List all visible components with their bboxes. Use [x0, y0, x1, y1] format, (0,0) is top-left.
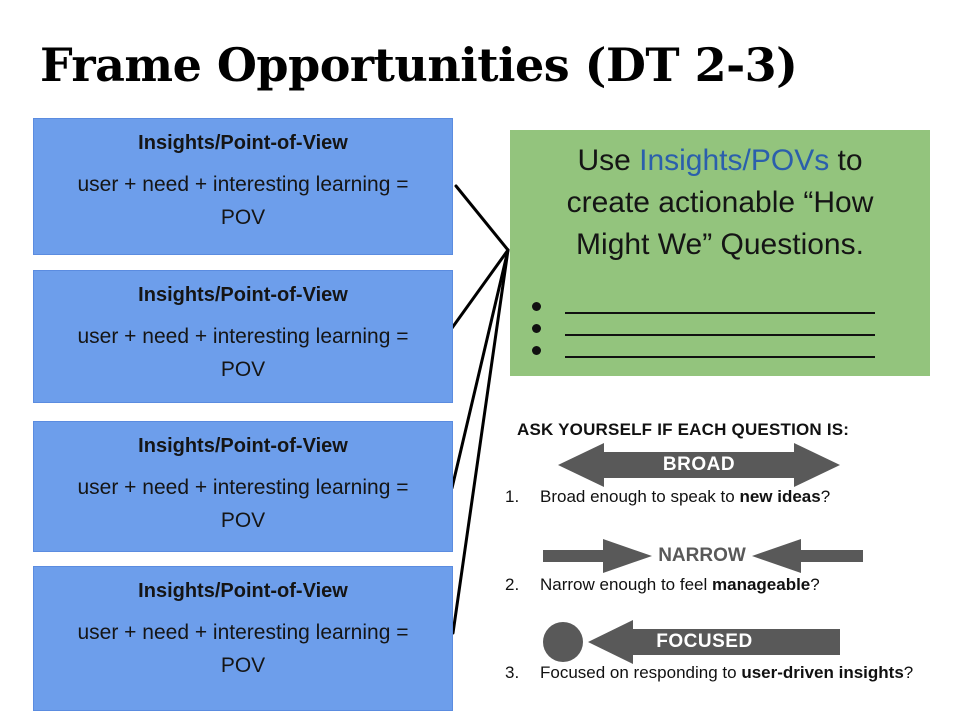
pov-result: POV — [220, 206, 266, 229]
arrow-left-pointing-head — [752, 539, 801, 573]
checklist-item-2: 2. Narrow enough to feel manageable? — [505, 574, 957, 596]
pov-box-body: user + need + interesting learning = POV — [34, 616, 452, 682]
narrow-opposing-arrows-icon: NARROW — [543, 539, 863, 573]
focused-arrow-icon: FOCUSED — [543, 620, 840, 664]
connector-line-2 — [450, 248, 510, 330]
pov-box-2: Insights/Point-of-View user + need + int… — [33, 270, 453, 403]
page-title: Frame Opportunities (DT 2-3) — [40, 38, 798, 92]
checklist-item-1: 1. Broad enough to speak to new ideas? — [505, 486, 957, 508]
pov-box-3: Insights/Point-of-View user + need + int… — [33, 421, 453, 552]
arrow-right-shaft — [801, 550, 863, 562]
focused-arrow-label: FOCUSED — [656, 631, 753, 652]
hmw-text-line2: create actionable “How — [566, 186, 874, 219]
item-text: Broad enough to speak to new ideas? — [540, 487, 831, 506]
pov-box-header: Insights/Point-of-View — [138, 132, 348, 154]
bullet-dot-icon — [532, 324, 541, 333]
pov-box-1: Insights/Point-of-View user + need + int… — [33, 118, 453, 255]
connector-line-3 — [450, 248, 510, 490]
pov-result: POV — [220, 654, 266, 677]
item-text: Focused on responding to user-driven ins… — [540, 663, 914, 682]
list-item — [510, 336, 930, 358]
arrow-left-shaft — [543, 550, 605, 562]
list-item — [510, 314, 930, 336]
pov-box-body: user + need + interesting learning = POV — [34, 471, 452, 537]
pov-formula: user + need + interesting learning = — [77, 325, 409, 348]
blank-write-line — [565, 334, 875, 336]
arrow-right-head — [794, 443, 840, 487]
pov-formula: user + need + interesting learning = — [77, 476, 409, 499]
hmw-text-pre: Use — [577, 144, 640, 177]
connector-line-1 — [454, 184, 510, 252]
broad-double-arrow-icon: BROAD — [558, 443, 840, 487]
bullet-dot-icon — [532, 346, 541, 355]
hmw-text: Use Insights/POVs to create actionable “… — [510, 130, 930, 266]
connector-line-4 — [451, 248, 510, 635]
pov-box-body: user + need + interesting learning = POV — [34, 320, 452, 386]
broad-arrow-label: BROAD — [662, 454, 736, 475]
arrow-bar — [602, 452, 796, 478]
ask-yourself-heading: ASK YOURSELF IF EACH QUESTION IS: — [517, 420, 850, 439]
pov-box-body: user + need + interesting learning = POV — [34, 168, 452, 234]
arrow-left-pointing-head — [588, 620, 633, 664]
pov-result: POV — [220, 509, 266, 532]
item-number: 1. — [505, 487, 520, 506]
narrow-arrow-label: NARROW — [658, 545, 746, 566]
list-item — [510, 292, 930, 314]
target-dot-icon — [543, 622, 583, 662]
pov-result: POV — [220, 358, 266, 381]
pov-box-header: Insights/Point-of-View — [138, 435, 348, 457]
pov-box-4: Insights/Point-of-View user + need + int… — [33, 566, 453, 711]
checklist-item-3: 3. Focused on responding to user-driven … — [505, 662, 957, 684]
pov-box-header: Insights/Point-of-View — [138, 284, 348, 306]
pov-box-header: Insights/Point-of-View — [138, 580, 348, 602]
blank-write-line — [565, 312, 875, 314]
item-number: 2. — [505, 575, 520, 594]
item-number: 3. — [505, 663, 520, 682]
bullet-dot-icon — [532, 302, 541, 311]
hmw-text-post: to — [829, 144, 863, 177]
hmw-blank-list — [510, 292, 930, 358]
arrow-shaft — [633, 629, 840, 655]
hmw-box: Use Insights/POVs to create actionable “… — [510, 130, 930, 376]
item-text: Narrow enough to feel manageable? — [540, 575, 820, 594]
hmw-text-line3: Might We” Questions. — [576, 228, 864, 261]
pov-formula: user + need + interesting learning = — [77, 173, 409, 196]
pov-formula: user + need + interesting learning = — [77, 621, 409, 644]
hmw-link-text: Insights/POVs — [639, 144, 830, 177]
arrow-left-head — [558, 443, 604, 487]
arrow-right-pointing-head — [603, 539, 652, 573]
blank-write-line — [565, 356, 875, 358]
